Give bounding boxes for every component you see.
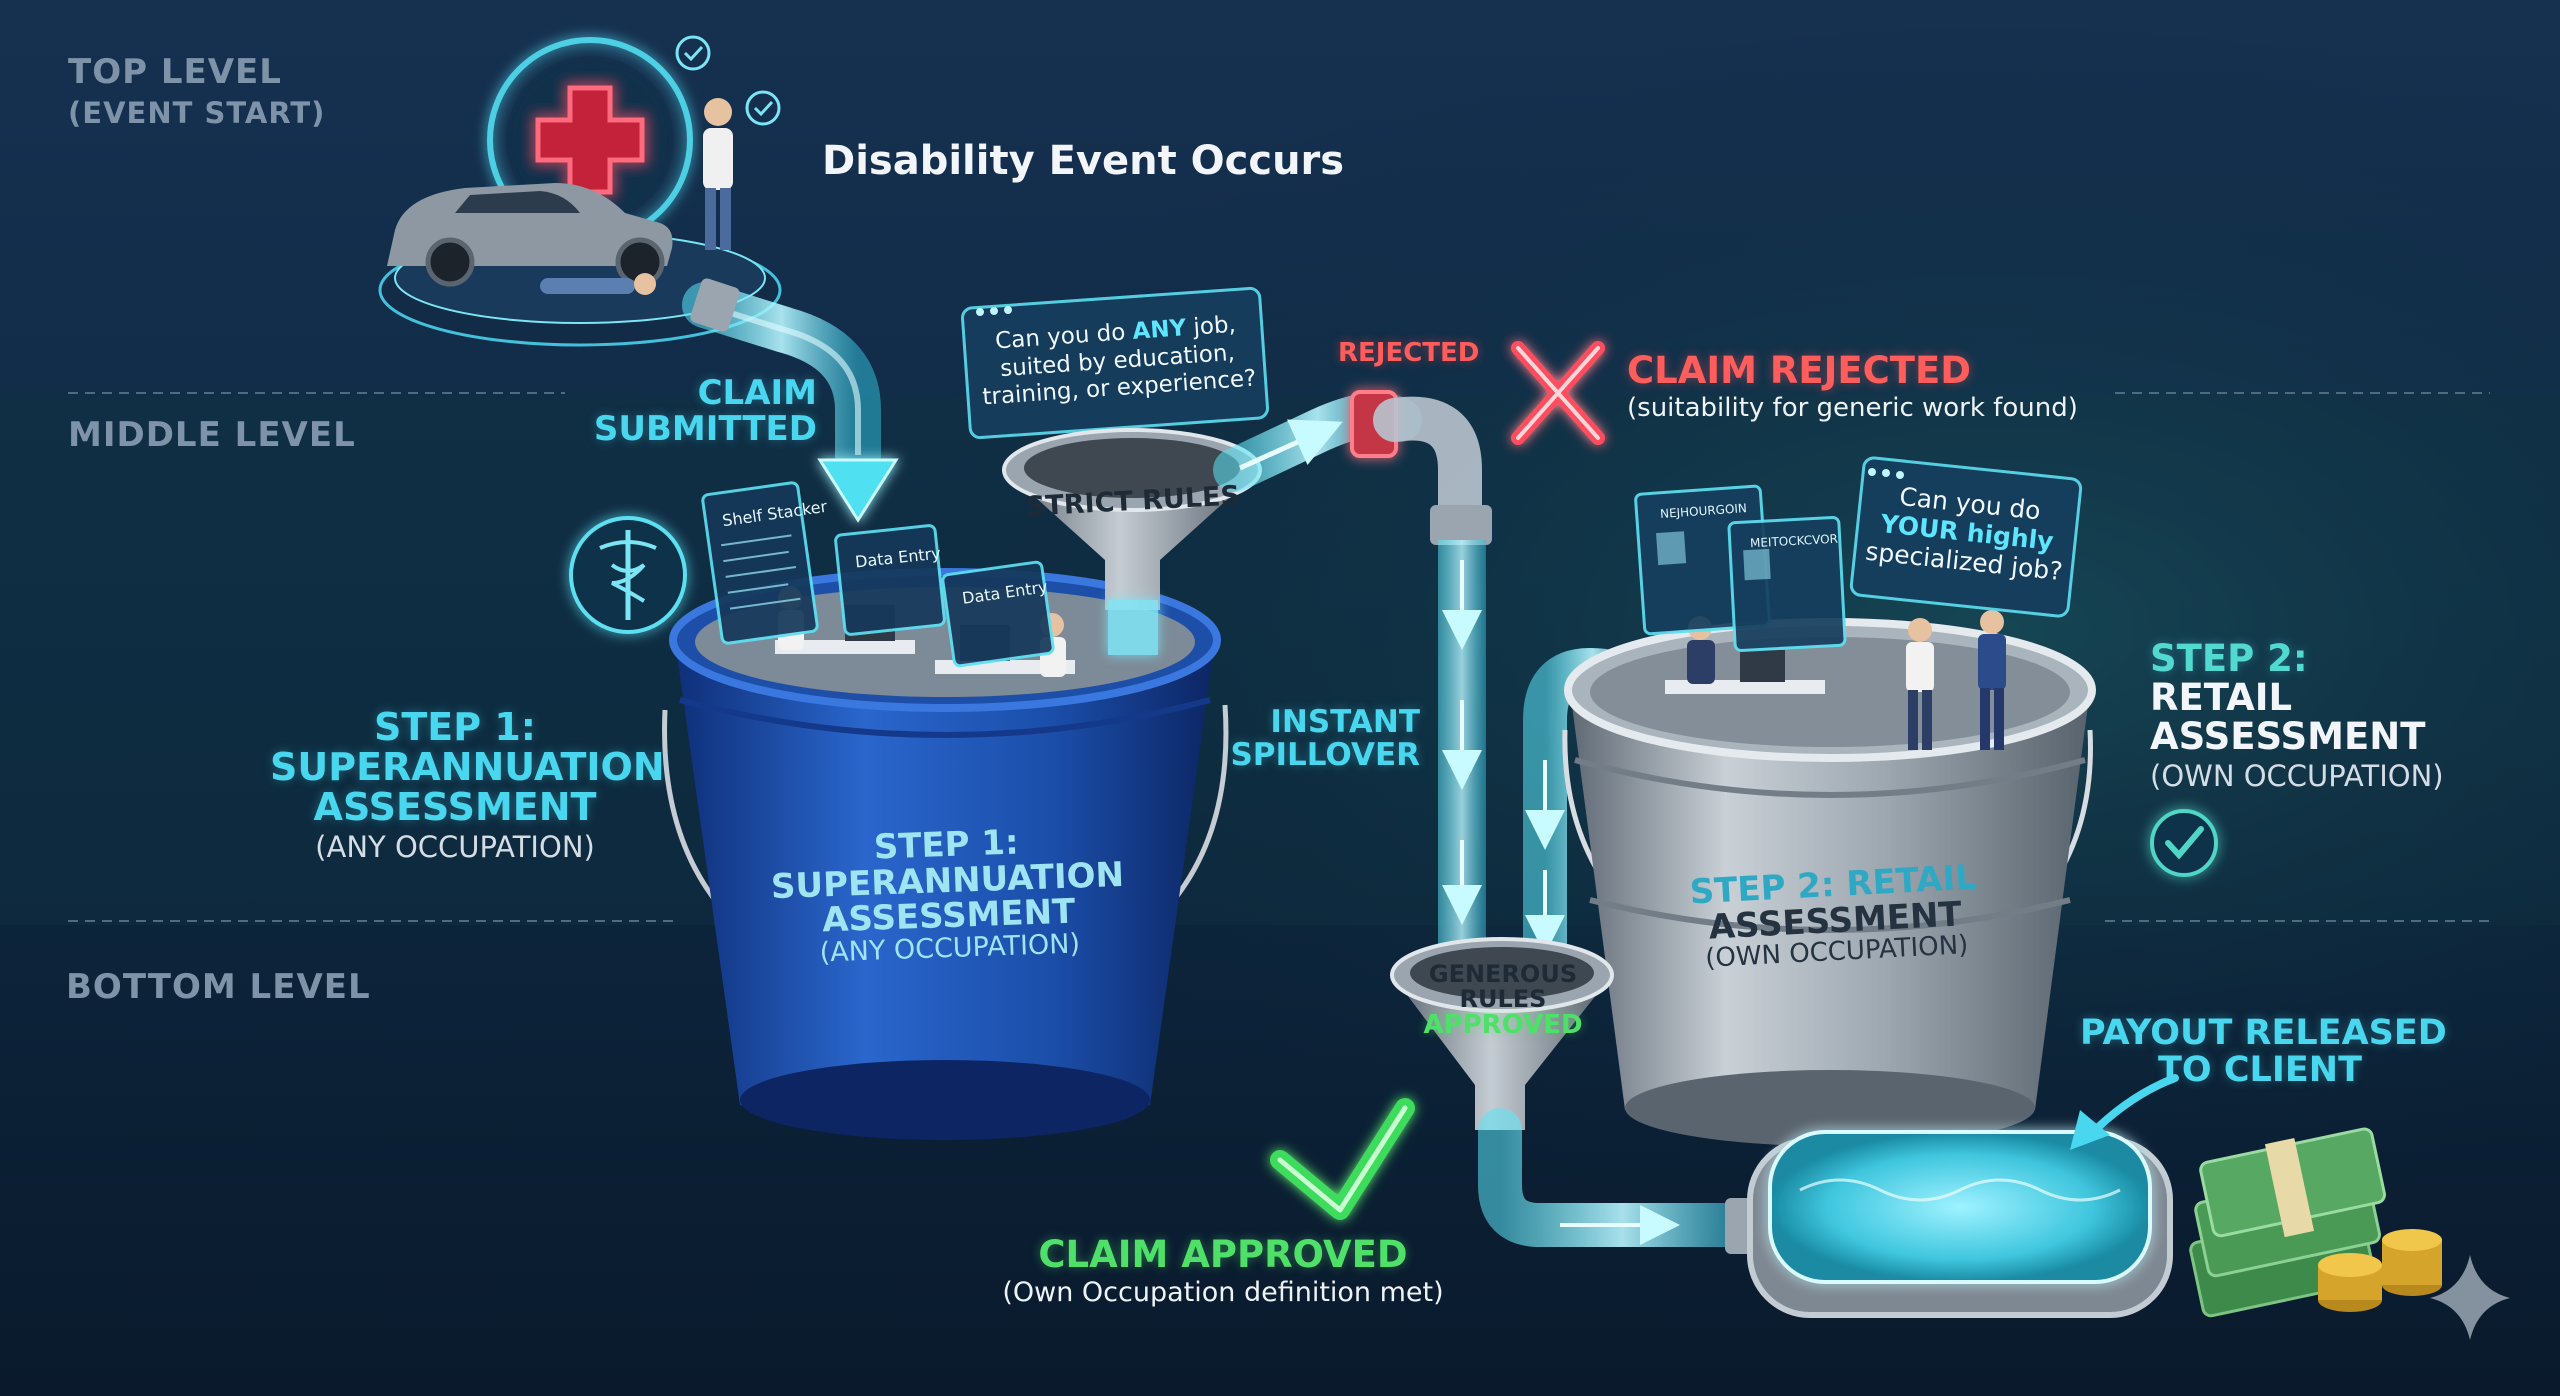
strict-funnel	[1002, 428, 1262, 655]
standing-person	[703, 98, 733, 250]
generous-funnel-line1: GENEROUS	[1428, 960, 1578, 988]
payout-pool	[1747, 1130, 2173, 1318]
step1-bucket-label: STEP 1: SUPERANNUATION ASSESSMENT (ANY O…	[746, 821, 1150, 970]
instant-spillover-label: INSTANT SPILLOVER	[1185, 706, 1420, 771]
office-scene-step2	[1665, 610, 2006, 750]
injured-person	[540, 273, 656, 295]
claim-approved-title: CLAIM APPROVED	[1038, 1233, 1408, 1276]
claim-rejected-title: CLAIM REJECTED	[1627, 349, 1972, 392]
step1-side-line3: ASSESSMENT	[313, 784, 597, 829]
x-mark-icon	[1511, 341, 1605, 445]
job-card-data-entry-2	[941, 560, 1055, 668]
pipe-claim-submitted	[682, 278, 881, 478]
job-card-shelf-stacker	[701, 481, 819, 645]
own-job-card	[1849, 456, 2083, 618]
claim-rejected-sub: (suitability for generic work found)	[1627, 392, 2078, 423]
caduceus-icon	[569, 516, 687, 634]
claim-submitted-line2: SUBMITTED	[593, 408, 817, 449]
generous-funnel-line3: APPROVED	[1423, 1010, 1583, 1041]
generous-funnel	[1390, 937, 1614, 1130]
any-job-card	[961, 286, 1269, 440]
step1-side-line1: STEP 1:	[374, 705, 536, 749]
step2-side-label: STEP 2: RETAIL ASSESSMENT (OWN OCCUPATIO…	[2150, 637, 2444, 793]
checkmark-badge-2	[745, 90, 781, 126]
checkmark-icon	[1270, 1098, 1415, 1220]
step2-side-line2: RETAIL	[2150, 675, 2293, 719]
level-middle-label: MIDDLE LEVEL	[68, 415, 356, 455]
pipe-to-rejected	[1213, 390, 1492, 545]
coin-stack	[2318, 1229, 2442, 1312]
claim-approved-sub: (Own Occupation definition met)	[1002, 1276, 1444, 1308]
level-bottom-label: BOTTOM LEVEL	[66, 967, 371, 1007]
event-title: Disability Event Occurs	[822, 138, 1345, 184]
damaged-car	[387, 183, 673, 287]
level-top-sub-label: (EVENT START)	[68, 96, 326, 130]
payout-arrow-head	[2070, 1110, 2110, 1150]
claim-rejected-label: CLAIM REJECTED (suitability for generic …	[1627, 349, 2078, 423]
claim-submitted-line1: CLAIM	[697, 373, 817, 413]
payout-line2: TO CLIENT	[2158, 1049, 2362, 1090]
any-job-text-after: job,	[1185, 311, 1237, 342]
resume-card-2	[1727, 516, 1847, 652]
step2-side-line3: ASSESSMENT	[2150, 714, 2426, 758]
job-card-data-entry-1	[834, 524, 946, 636]
step1-side-line2: SUPERANNUATION	[270, 744, 665, 789]
payout-label: PAYOUT RELEASED TO CLIENT	[2080, 1013, 2447, 1090]
instant-spillover-line2: SPILLOVER	[1230, 736, 1420, 773]
step2-side-line4: (OWN OCCUPATION)	[2150, 758, 2444, 793]
step2-side-line1: STEP 2:	[2150, 637, 2308, 680]
checkmark-badge-1	[675, 35, 711, 71]
step2-bucket-label: STEP 2: RETAIL ASSESSMENT (OWN OCCUPATIO…	[1638, 858, 2033, 977]
arrow-down-claim	[817, 458, 899, 523]
generous-funnel-label: GENEROUS RULES APPROVED	[1398, 960, 1608, 1041]
generous-funnel-line2: RULES	[1459, 985, 1547, 1014]
payout-line1: PAYOUT RELEASED	[2080, 1013, 2447, 1053]
step1-side-line4: (ANY OCCUPATION)	[315, 829, 595, 864]
level-top-label: TOP LEVEL	[68, 52, 282, 92]
step1-side-label: STEP 1: SUPERANNUATION ASSESSMENT (ANY O…	[270, 705, 665, 864]
rejected-tag: REJECTED	[1338, 338, 1480, 368]
claim-approved-label: CLAIM APPROVED (Own Occupation definitio…	[978, 1233, 1468, 1308]
step2-checkmark-icon	[2150, 809, 2218, 877]
instant-spillover-line1: INSTANT	[1270, 704, 1420, 740]
any-job-highlight: ANY	[1131, 315, 1188, 345]
pipe-instant-spillover	[1438, 540, 1486, 960]
claim-submitted-label: CLAIM SUBMITTED	[592, 373, 817, 449]
sparkle-icon	[2430, 1255, 2510, 1340]
